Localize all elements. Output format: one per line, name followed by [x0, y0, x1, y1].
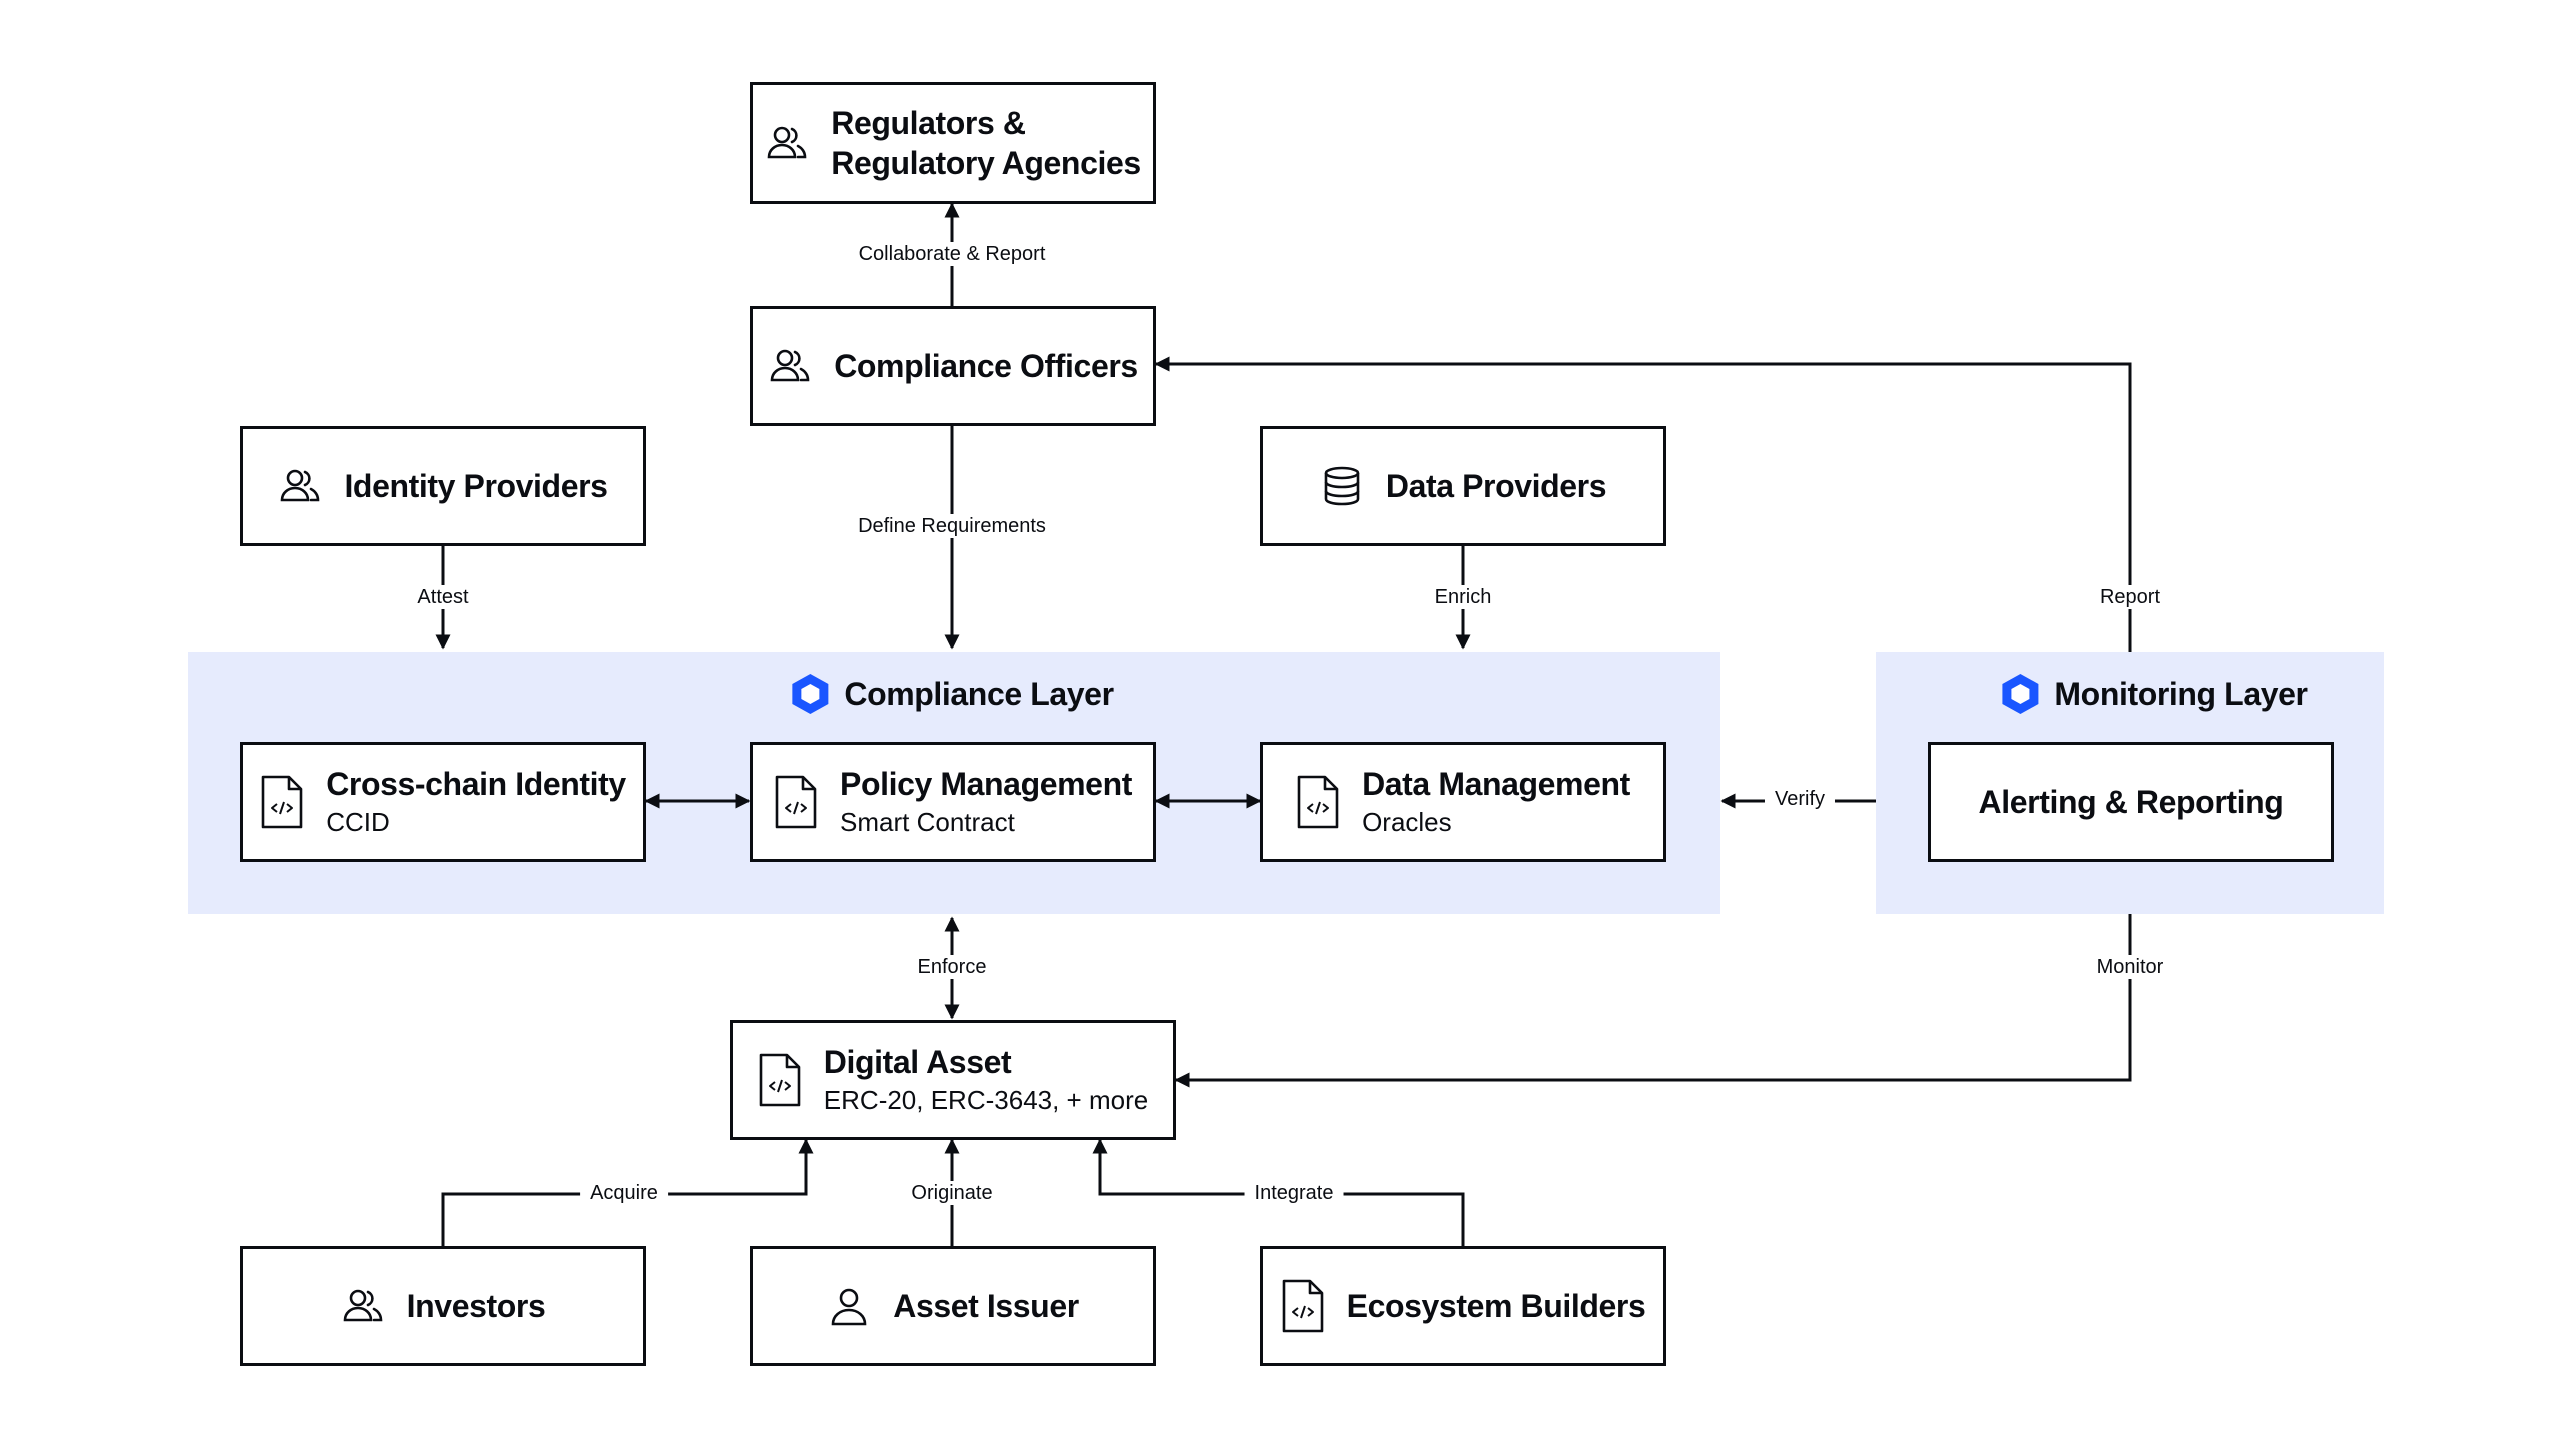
node-investors: Investors: [240, 1246, 646, 1366]
ecosystem-builders-label: Ecosystem Builders: [1346, 1288, 1646, 1324]
edge-label-originate: Originate: [901, 1181, 1003, 1205]
edge-label-acquire: Acquire: [580, 1181, 668, 1205]
users-icon: [343, 1289, 382, 1322]
node-data-management: Data Management Oracles: [1260, 742, 1666, 862]
hexagon-icon: [792, 674, 829, 714]
node-ecosystem-builders: Ecosystem Builders: [1260, 1246, 1666, 1366]
edge-label-monitor: Monitor: [2086, 955, 2174, 979]
edge-label-enforce: Enforce: [907, 955, 997, 979]
digital-asset-subtitle: ERC-20, ERC-3643, + more: [823, 1085, 1149, 1115]
identity-providers-label: Identity Providers: [344, 468, 608, 504]
data-management-title: Data Management: [1362, 766, 1630, 802]
asset-issuer-label: Asset Issuer: [893, 1288, 1079, 1324]
node-alerting-reporting: Alerting & Reporting: [1928, 742, 2334, 862]
node-digital-asset: Digital Asset ERC-20, ERC-3643, + more: [730, 1020, 1176, 1140]
monitoring-layer-title: Monitoring Layer: [2000, 672, 2308, 716]
monitoring-layer-label: Monitoring Layer: [2054, 675, 2308, 712]
database-icon: [1324, 466, 1360, 506]
digital-asset-title: Digital Asset: [823, 1044, 1012, 1080]
hexagon-icon: [2002, 674, 2039, 714]
compliance-layer-label: Compliance Layer: [844, 675, 1114, 712]
node-compliance-officers: Compliance Officers: [750, 306, 1156, 426]
users-icon: [770, 349, 810, 382]
code-file-icon: [775, 775, 817, 829]
data-management-subtitle: Oracles: [1362, 807, 1452, 837]
node-cross-chain-identity: Cross-chain Identity CCID: [240, 742, 646, 862]
regulators-line1: Regulators &: [831, 105, 1026, 141]
cross-chain-identity-subtitle: CCID: [326, 807, 390, 837]
users-icon: [281, 469, 320, 502]
edge-label-integrate: Integrate: [1244, 1181, 1344, 1205]
data-providers-label: Data Providers: [1385, 468, 1607, 504]
user-icon: [831, 1288, 867, 1326]
code-file-icon: [1282, 1279, 1323, 1333]
edge-report: [1154, 356, 2132, 652]
edge-label-verify: Verify: [1764, 787, 1836, 811]
node-policy-management: Policy Management Smart Contract: [750, 742, 1156, 862]
edge-label-define-requirements: Define Requirements: [848, 514, 1056, 538]
regulators-line2: Regulatory Agencies: [831, 145, 1141, 181]
alerting-reporting-label: Alerting & Reporting: [1978, 784, 2284, 820]
users-icon: [767, 126, 807, 159]
edge-monitor: [1174, 914, 2132, 1088]
investors-label: Investors: [406, 1288, 546, 1324]
node-regulators: Regulators & Regulatory Agencies: [750, 82, 1156, 204]
node-data-providers: Data Providers: [1260, 426, 1666, 546]
edge-label-attest: Attest: [407, 585, 479, 609]
compliance-officers-label: Compliance Officers: [834, 348, 1138, 384]
node-asset-issuer: Asset Issuer: [750, 1246, 1156, 1366]
policy-management-title: Policy Management: [840, 766, 1132, 802]
policy-management-subtitle: Smart Contract: [840, 807, 1015, 837]
edge-label-enrich: Enrich: [1424, 585, 1502, 609]
edge-label-report: Report: [2089, 585, 2171, 609]
code-file-icon: [759, 1053, 801, 1107]
node-identity-providers: Identity Providers: [240, 426, 646, 546]
edge-label-collaborate-report: Collaborate & Report: [848, 242, 1056, 266]
compliance-layer-title: Compliance Layer: [790, 672, 1114, 716]
cross-chain-identity-title: Cross-chain Identity: [326, 766, 626, 802]
code-file-icon: [1297, 775, 1339, 829]
code-file-icon: [261, 775, 303, 829]
